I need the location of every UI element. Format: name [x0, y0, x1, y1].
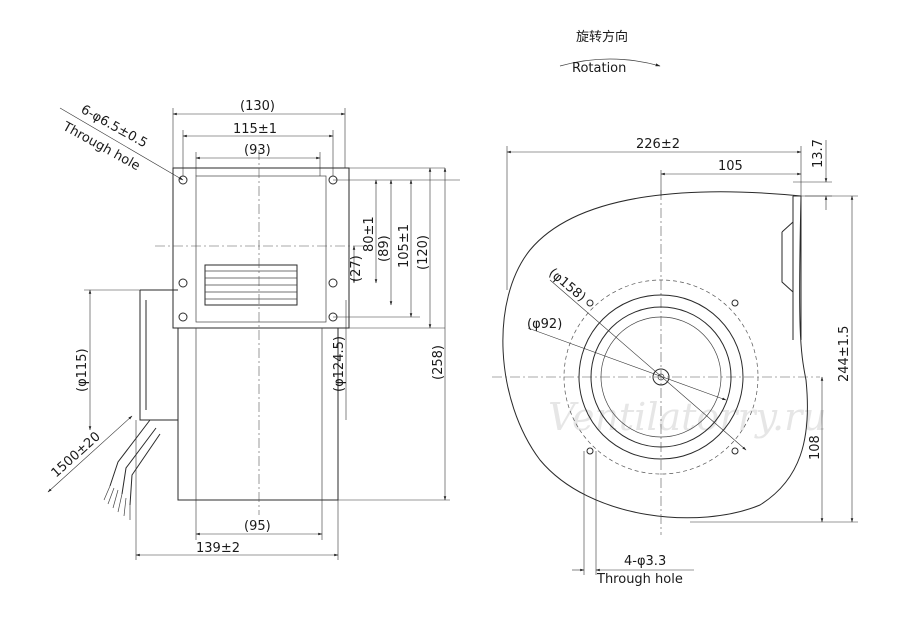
hub	[652, 368, 670, 386]
dim-cable: 1500±20	[49, 429, 104, 481]
dim-120: (120)	[416, 235, 431, 270]
dim-115: 115±1	[233, 122, 277, 137]
mount-flange	[172, 167, 350, 329]
dim-93: (93)	[244, 143, 271, 158]
dim-92: (φ92)	[527, 317, 562, 332]
inlet-ring	[590, 306, 732, 448]
flange-inner	[195, 175, 327, 323]
front-hole	[586, 447, 594, 455]
front-holes-note: Through hole	[596, 572, 683, 587]
dim-80: 80±1	[362, 216, 377, 252]
front-holes-label: 4-φ3.3	[624, 554, 666, 569]
mount-hole	[178, 312, 188, 322]
front-hole	[731, 447, 739, 455]
bolt-circle	[563, 279, 759, 475]
impeller-blades	[205, 270, 297, 300]
dim-226: 226±2	[636, 137, 680, 152]
dim-105f: 105	[718, 159, 743, 174]
rotation-label-en: Rotation	[572, 61, 626, 76]
dim-line-92	[527, 327, 727, 401]
dim-244: 244±1.5	[837, 326, 852, 382]
dim-130: (130)	[240, 99, 275, 114]
rotation-arrow	[559, 58, 661, 67]
holes-leader	[59, 107, 184, 181]
front-view: (φ158) (φ92) 226±2 105 13.7 244±1.5 108 …	[492, 137, 858, 587]
hub-inner	[657, 373, 665, 381]
mount-hole	[178, 278, 188, 288]
scroll-housing	[502, 191, 808, 519]
dim-105: 105±1	[397, 224, 412, 268]
dim-95: (95)	[244, 519, 271, 534]
dim-139: 139±2	[196, 541, 240, 556]
dim-124: (φ124.5)	[332, 336, 347, 392]
inlet-ring-inner	[600, 316, 722, 438]
front-hole	[731, 299, 739, 307]
inlet-ring-outer	[578, 294, 744, 460]
dim-line-cable	[47, 415, 133, 493]
dim-line-158	[549, 279, 747, 451]
rotation-note: 旋转方向 Rotation	[559, 29, 661, 76]
mount-hole	[328, 278, 338, 288]
dim-phi115: (φ115)	[75, 348, 90, 392]
dim-258: (258)	[431, 345, 446, 380]
dim-158: (φ158)	[545, 266, 588, 305]
dim-27: (27)	[349, 255, 364, 282]
motor-back	[139, 289, 178, 421]
watermark: Ventilatorry.ru	[548, 395, 827, 439]
front-hole	[586, 299, 594, 307]
dim-89: (89)	[377, 235, 392, 262]
outlet-bracket	[781, 221, 794, 293]
dim-108: 108	[808, 435, 823, 460]
side-view: (130) 115±1 (93) 6-φ6.5±0.5 Through hole…	[47, 99, 460, 560]
outlet-flange	[792, 195, 802, 340]
housing-body	[177, 327, 339, 501]
cable-wires	[103, 485, 131, 520]
dim-13: 13.7	[811, 139, 826, 168]
rotation-label-cn: 旋转方向	[576, 29, 628, 45]
